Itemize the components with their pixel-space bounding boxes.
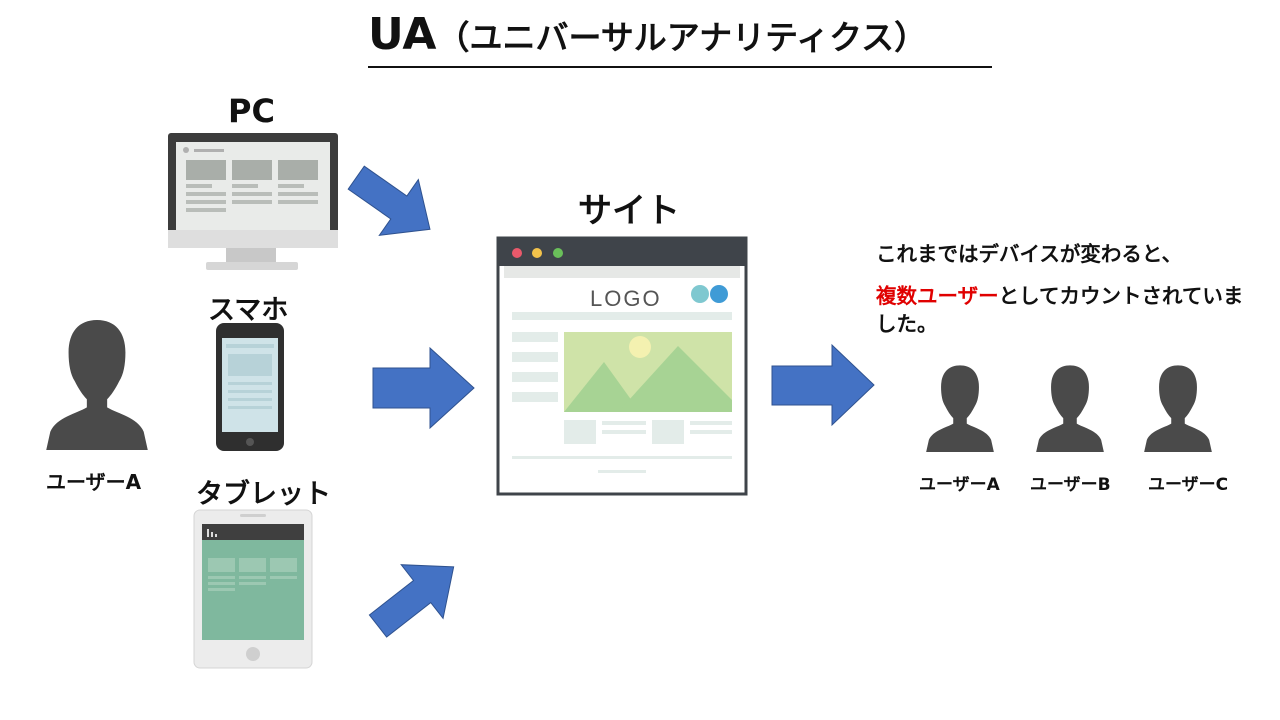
note-line-3: した。 (876, 312, 938, 336)
title-sub: （ユニバーサルアナリティクス） (436, 18, 928, 57)
arrow-right-icon-smartphone (372, 346, 475, 430)
result-user-label: ユーザーC (1148, 475, 1229, 495)
person-icon-user-c (1144, 365, 1212, 452)
pc-label: PC (228, 92, 275, 130)
arrow-right-icon-pc (347, 165, 431, 236)
arrow-right-icon-result (771, 343, 875, 427)
website-browser-icon (496, 236, 748, 496)
title-main: UA (368, 9, 437, 60)
tablet-icon (193, 509, 313, 669)
note-line-2-rest: としてカウントされていま (998, 284, 1244, 308)
result-user-label: ユーザーA (919, 475, 1000, 495)
smartphone-label: スマホ (208, 295, 289, 326)
note-line-1: これまではデバイスが変わると、 (876, 242, 1183, 266)
left-user-label: ユーザーA (46, 470, 142, 494)
arrow-right-icon-tablet (368, 564, 455, 638)
note-highlight: 複数ユーザー (876, 284, 999, 308)
desktop-pc-icon (168, 133, 338, 270)
note-line-2: 複数ユーザーとしてカウントされていま (876, 282, 1243, 310)
site-logo-text: LOGO (590, 286, 662, 311)
result-user-label: ユーザーB (1030, 475, 1111, 495)
site-label: サイト (578, 191, 680, 231)
smartphone-icon (216, 323, 284, 451)
person-icon-user-b (1036, 365, 1104, 452)
person-icon-left (46, 320, 148, 450)
tablet-label: タブレット (196, 479, 331, 510)
page-title: UA（ユニバーサルアナリティクス） (368, 4, 992, 68)
person-icon-user-a (926, 365, 994, 452)
